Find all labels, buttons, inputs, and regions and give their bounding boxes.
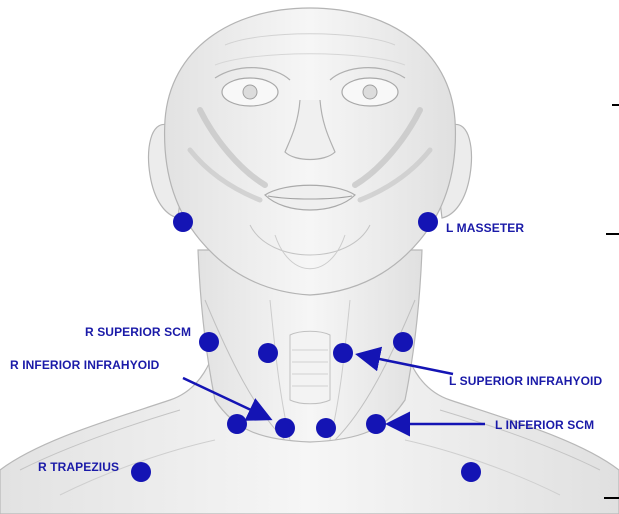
injection-point-l-inferior-scm bbox=[366, 414, 386, 434]
injection-point-l-masseter bbox=[418, 212, 438, 232]
injection-point-r-masseter bbox=[173, 212, 193, 232]
injection-point-l-inferior-infrahyoid bbox=[316, 418, 336, 438]
label-r-inferior-infrahyoid: R INFERIOR INFRAHYOID bbox=[10, 358, 159, 372]
label-l-superior-infrahyoid: L SUPERIOR INFRAHYOID bbox=[449, 374, 602, 388]
label-l-masseter: L MASSETER bbox=[446, 221, 524, 235]
injection-point-r-superior-infrahyoid bbox=[258, 343, 278, 363]
injection-point-l-trapezius bbox=[461, 462, 481, 482]
label-r-trapezius: R TRAPEZIUS bbox=[38, 460, 119, 474]
arrow-r-inferior-infrahyoid bbox=[183, 378, 268, 418]
label-l-inferior-scm: L INFERIOR SCM bbox=[495, 418, 594, 432]
injection-point-l-superior-infrahyoid bbox=[333, 343, 353, 363]
injection-point-r-trapezius bbox=[131, 462, 151, 482]
label-r-superior-scm: R SUPERIOR SCM bbox=[85, 325, 191, 339]
injection-point-r-superior-scm bbox=[199, 332, 219, 352]
injection-point-r-inferior-scm bbox=[227, 414, 247, 434]
arrow-l-superior-infrahyoid bbox=[360, 355, 453, 374]
injection-point-r-inferior-infrahyoid bbox=[275, 418, 295, 438]
injection-point-l-superior-scm bbox=[393, 332, 413, 352]
